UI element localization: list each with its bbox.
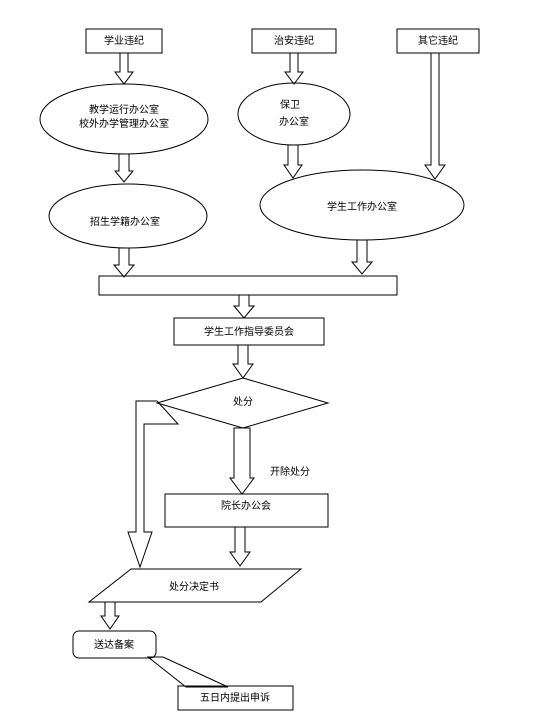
teaching-office-label-line1: 教学运行办公室 [89,103,159,116]
admission-office-ellipse [48,183,208,249]
appeal-callout-pointer [146,656,229,688]
arrow-document-to-delivery [100,601,120,630]
expulsion-label: 开除处分 [270,465,310,478]
student-affairs-label: 学生工作办公室 [327,200,397,213]
arrow-security-office-to-student-affairs [283,144,303,179]
collector-bar [98,275,398,296]
academic-discipline-label: 学业违纪 [104,34,144,47]
arrow-decision-to-president [229,427,255,495]
punishment-document-label: 处分决定书 [169,580,219,593]
arrow-admission-to-bar [112,247,136,278]
teaching-office-label-line2: 校外办学管理办公室 [79,117,169,130]
punishment-decision-label: 处分 [233,396,253,408]
security-office-label-line1: 保卫 [280,98,300,111]
delivery-filing-box [72,630,157,659]
arrow-academic-to-teaching [114,52,134,85]
security-office-label-line2: 办公室 [279,115,309,128]
arrow-committee-to-decision [232,344,254,379]
arrow-decision-to-document [127,400,180,569]
appeal-label: 五日内提出申诉 [200,691,270,704]
delivery-filing-label: 送达备案 [94,638,134,651]
security-office-ellipse [237,82,351,146]
student-committee-box [173,317,325,346]
arrow-security-to-security-office [284,52,304,85]
arrow-bar-to-committee [232,294,256,319]
security-discipline-label: 治安违纪 [274,34,314,47]
punishment-document-parallelogram [87,568,303,603]
president-office-label: 院长办公会 [221,499,271,512]
student-committee-label: 学生工作指导委员会 [204,325,294,338]
admission-office-label: 招生学籍办公室 [90,215,160,228]
arrow-other-to-student-affairs [424,52,446,180]
president-office-box [164,493,329,528]
arrow-student-affairs-to-bar [350,239,374,275]
arrow-teaching-to-admission [113,153,135,183]
other-discipline-label: 其它违纪 [418,34,458,47]
appeal-box [177,685,294,711]
arrow-president-to-document [229,526,251,567]
